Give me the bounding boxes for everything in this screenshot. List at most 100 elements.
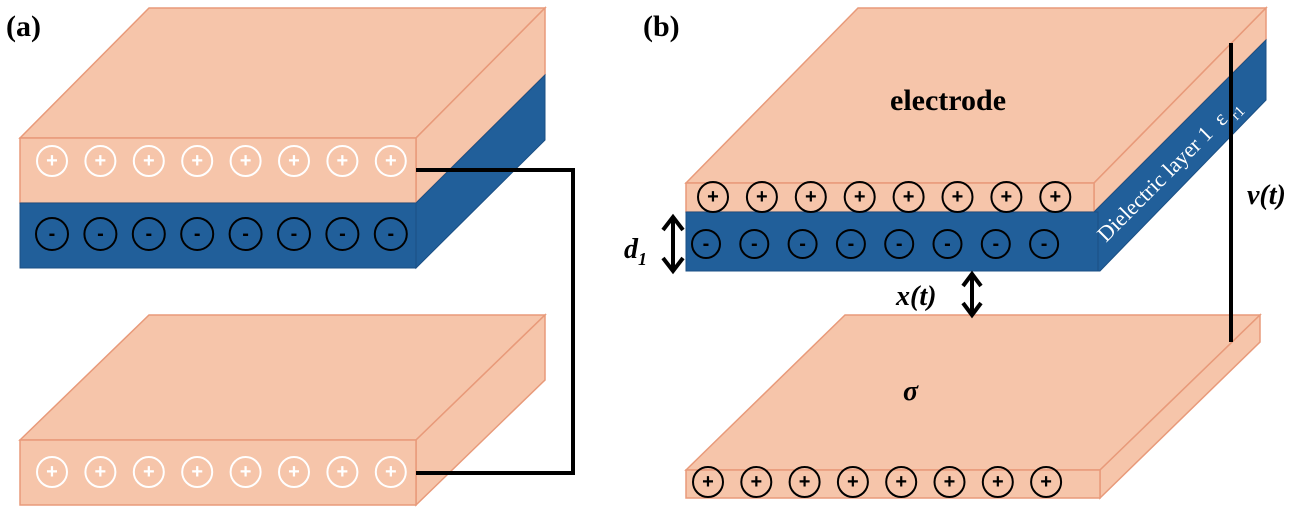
panel-b-dielectric-charges: --------: [691, 229, 1060, 259]
panel-b-dielectric-charge-circle-1: [691, 229, 721, 259]
panel-a-top-charge-sign-2: +: [95, 150, 107, 172]
panel-a-dielectric-charge-circle-2: [83, 217, 118, 251]
panel-b-dielectric-charge-circle-6: [932, 229, 963, 259]
panel-b-bottom-charge-sign-3: +: [799, 471, 811, 493]
panel-a-top-charge-sign-5: +: [240, 150, 252, 172]
panel-b-top-charge-sign-8: +: [1049, 186, 1061, 208]
panel-a-top-charge-circle-3: [132, 145, 165, 177]
panel-b-dielectric-charge-sign-6: -: [944, 233, 951, 255]
panel-a-bottom-charge-sign-8: +: [385, 461, 397, 483]
panel-b-top-charge-sign-1: +: [707, 186, 719, 208]
panel-a-dielectric-charge-circle-7: [325, 217, 360, 251]
panel-a-bottom-charge-sign-4: +: [191, 461, 203, 483]
panel-b-bottom-charge-sign-2: +: [750, 471, 762, 493]
panel-a-dielectric-charge-sign-2: -: [97, 223, 104, 245]
panel-b-dielectric-charge-circle-3: [787, 229, 818, 259]
panel-a-top-charge-circle-2: [84, 145, 117, 177]
panel-b-bottom-charge-circle-8: [1030, 466, 1063, 498]
panel-a-dielectric-charge-circle-6: [277, 217, 311, 251]
panel-a-dielectric-charge-sign-5: -: [242, 223, 249, 245]
panel-a-bottom-charge-circle-3: [132, 456, 165, 488]
panel-b-bottom-charge-circle-2: [740, 466, 773, 498]
panel-a-bottom-charge-circle-5: [229, 456, 262, 488]
panel-b-top-charge-sign-7: +: [1001, 186, 1013, 208]
panel-b-bottom-charges: ++++++++: [692, 466, 1063, 498]
panel-b-top-charge-sign-3: +: [805, 186, 817, 208]
panel-b-label: (b): [643, 10, 680, 43]
panel-b-bottom-charge-sign-5: +: [895, 471, 907, 493]
panel-b-bottom-charge-circle-7: [981, 466, 1014, 498]
panel-b-dielectric-charge-circle-5: [884, 229, 915, 259]
x-t-arrow: [961, 270, 983, 319]
panel-b-top-charge-sign-6: +: [952, 186, 964, 208]
panel-a-dielectric-charge-sign-3: -: [145, 223, 152, 245]
panel-a-top-charge-sign-7: +: [337, 150, 349, 172]
panel-b-bottom-electrode-top-face: [684, 314, 1262, 471]
panel-b-top-charge-sign-2: +: [756, 186, 768, 208]
panel-b-bottom-charge-circle-1: [692, 466, 724, 498]
panel-a-dielectric-charge-sign-1: -: [49, 223, 56, 245]
panel-b-top-charge-circle-4: [843, 181, 876, 213]
panel-b-top-charge-circle-3: [794, 181, 827, 213]
panel-a-bottom-charge-circle-8: [374, 456, 407, 488]
panel-b-dielectric-charge-sign-1: -: [703, 233, 710, 255]
panel-b-top-electrode-front-face: [685, 182, 1095, 213]
d1-label: d1: [624, 234, 647, 269]
panel-a-bottom-charge-circle-2: [84, 456, 117, 488]
panel-a-bottom-charge-sign-5: +: [240, 461, 252, 483]
panel-a-bottom-charge-circle-1: [36, 456, 68, 488]
panel-a-top-charge-sign-8: +: [385, 150, 397, 172]
panel-a-top-charge-circle-5: [229, 145, 262, 177]
panel-a-dielectric-charge-circle-5: [228, 217, 263, 251]
panel-a-top-charge-circle-8: [374, 145, 407, 177]
panel-b-dielectric-charge-sign-3: -: [799, 233, 806, 255]
panel-b-bottom-charge-sign-1: +: [702, 471, 714, 493]
panel-b-dielectric-charge-circle-2: [739, 229, 770, 259]
panel-a-bottom-charge-sign-3: +: [143, 461, 155, 483]
panel-b-top-charge-circle-8: [1039, 181, 1072, 213]
panel-a-dielectric-charge-circle-1: [35, 217, 69, 251]
x-t-label: x(t): [895, 281, 936, 312]
panel-b-bottom-charge-circle-4: [836, 466, 869, 498]
panel-a-dielectric-front-face: [19, 202, 417, 269]
panel-b-top-charge-circle-1: [697, 181, 729, 213]
panel-a-bottom-charge-circle-4: [181, 456, 214, 488]
panel-a-top-charge-sign-6: +: [288, 150, 300, 172]
panel-a-top-charge-sign-4: +: [191, 150, 203, 172]
panel-b-bottom-charge-sign-4: +: [847, 471, 859, 493]
panel-a-dielectric-charge-sign-8: -: [387, 223, 394, 245]
panel-b-dielectric-charge-sign-5: -: [896, 233, 903, 255]
electrode-label: electrode: [890, 84, 1006, 117]
panel-b-top-charge-circle-7: [990, 181, 1023, 213]
panel-a-bottom-electrode: [18, 313, 547, 507]
panel-a-bottom-charge-sign-2: +: [95, 461, 107, 483]
panel-b-top-charge-circle-6: [941, 181, 974, 213]
panel-a-bottom-charge-sign-7: +: [337, 461, 349, 483]
panel-b-dielectric-charge-sign-2: -: [751, 233, 758, 255]
panel-b-top-charge-circle-2: [745, 181, 778, 213]
panel-b-dielectric-charge-circle-7: [980, 229, 1011, 259]
panel-b-top-charge-sign-4: +: [854, 186, 866, 208]
panel-a-top-charge-sign-1: +: [46, 150, 58, 172]
panel-a-dielectric-charge-sign-6: -: [291, 223, 298, 245]
panel-b-dielectric-charge-sign-4: -: [848, 233, 855, 255]
panel-b-dielectric: [685, 38, 1267, 272]
panel-b-top-charge-circle-5: [892, 181, 925, 213]
panel-a-top-charge-circle-1: [36, 145, 68, 177]
panel-a-dielectric-charge-sign-4: -: [194, 223, 201, 245]
panel-b-bottom-charge-sign-6: +: [944, 471, 956, 493]
panel-a-dielectric-charge-circle-4: [180, 217, 215, 251]
panel-b-dielectric-front-face: [685, 211, 1099, 272]
panel-a-top-charge-circle-6: [278, 145, 310, 177]
panel-a-top-electrode-front-face: [19, 137, 417, 204]
panel-a-bottom-charges: ++++++++: [36, 456, 407, 488]
panel-a-top-charge-sign-3: +: [143, 150, 155, 172]
panel-b-bottom-charge-circle-5: [885, 466, 918, 498]
panel-a-top-charges: + + + + + + + +: [36, 145, 407, 177]
panel-a-dielectric-charge-sign-7: -: [339, 223, 346, 245]
panel-b-bottom-charge-sign-7: +: [992, 471, 1004, 493]
panel-a-top-charge-circle-7: [326, 145, 359, 177]
panel-b-bottom-charge-circle-3: [788, 466, 821, 498]
panel-a-dielectric-charge-circle-8: [373, 217, 408, 251]
